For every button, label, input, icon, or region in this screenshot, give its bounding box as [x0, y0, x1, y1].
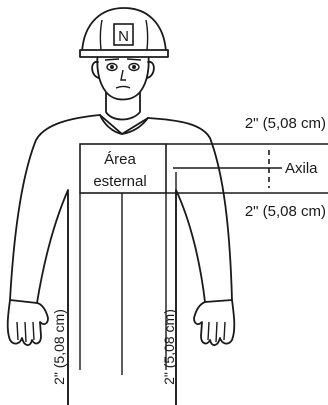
- right-hand-fingers: [208, 322, 225, 342]
- collar: [100, 115, 148, 134]
- left-pupil: [110, 65, 114, 69]
- armpit-label: Axila: [285, 160, 318, 177]
- left-hand: [8, 300, 48, 345]
- left-hand-fingers: [17, 322, 34, 342]
- hard-hat-brim: [80, 50, 168, 57]
- right-pupil: [132, 65, 136, 69]
- right-vertical-measure-label: 2" (5,08 cm): [161, 309, 177, 385]
- hard-hat-letter: N: [118, 28, 129, 45]
- right-hand: [194, 300, 234, 345]
- sternal-area-label-line2: esternal: [93, 173, 146, 190]
- left-vertical-measure-label: 2" (5,08 cm): [51, 309, 67, 385]
- bottom-measure-label: 2" (5,08 cm): [245, 203, 326, 220]
- sternal-area-label-line1: Área: [104, 151, 136, 168]
- top-measure-label: 2" (5,08 cm): [245, 115, 326, 132]
- worker-head: N: [80, 8, 168, 120]
